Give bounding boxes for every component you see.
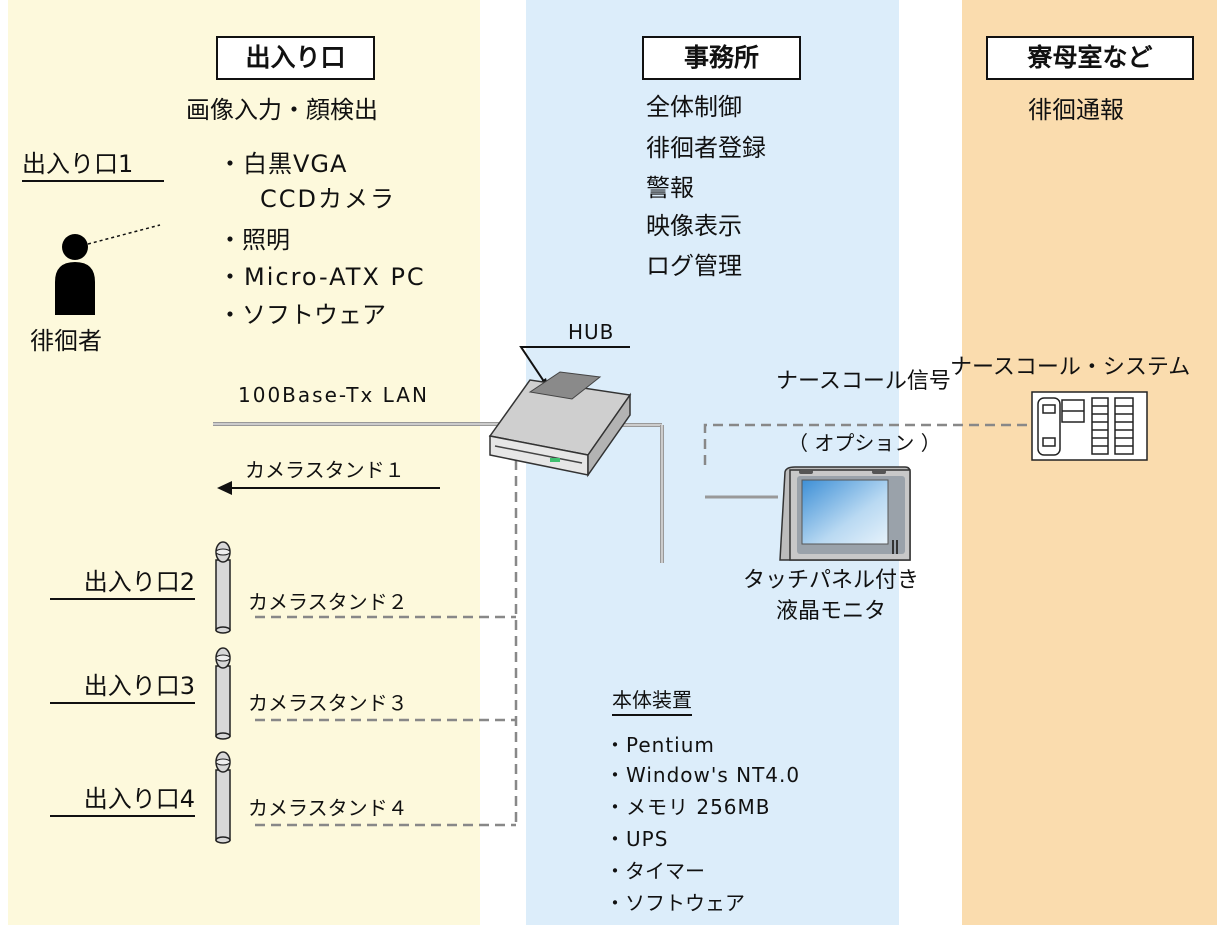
main-unit-item-5: ・タイマー (605, 859, 705, 883)
gate-2-label: 出入り口2 (50, 570, 195, 600)
camera-stand-dashed-lines (255, 423, 1032, 827)
camera-stand-1-arrow (217, 481, 440, 495)
dorm-title: 寮母室など (986, 36, 1194, 80)
main-unit-item-3: ・メモリ 256MB (605, 795, 771, 819)
office-function-2: 徘徊者登録 (646, 134, 766, 162)
lan-line (213, 422, 778, 563)
office-function-4: 映像表示 (646, 212, 742, 240)
gate-4-label: 出入り口4 (50, 787, 195, 817)
camera-stand-2-label: カメラスタンド２ (248, 590, 408, 614)
entrance-title: 出入り口 (216, 36, 375, 80)
camera-stand-4-icon (215, 751, 231, 844)
office-function-1: 全体制御 (646, 93, 742, 121)
sight-line (87, 224, 161, 245)
touch-monitor-icon (779, 466, 911, 561)
gate-3-label: 出入り口3 (50, 674, 195, 704)
camera-stand-4-label: カメラスタンド４ (248, 796, 408, 820)
nurse-call-system-label: ナースコール・システム (950, 355, 1191, 380)
hub-label: HUB (568, 320, 615, 344)
nurse-call-panel-icon (1031, 391, 1148, 461)
main-unit-item-2: ・Window's NT4.0 (605, 763, 801, 787)
option-label: （ オプション ） (788, 431, 941, 455)
hub-icon (488, 371, 632, 478)
dorm-subtitle: 徘徊通報 (1028, 96, 1124, 124)
camera-stand-3-label: カメラスタンド３ (248, 691, 408, 715)
office-title: 事務所 (642, 36, 801, 80)
main-unit-item-6: ・ソフトウェア (605, 891, 745, 915)
camera-item-3: ・照明 (218, 226, 290, 254)
camera-stand-2-icon (215, 541, 231, 634)
person-icon (55, 234, 95, 315)
camera-stand-3-icon (215, 647, 231, 740)
monitor-label-2: 液晶モニタ (776, 599, 887, 624)
entrance-subtitle: 画像入力・顔検出 (186, 96, 378, 124)
office-function-5: ログ管理 (646, 252, 742, 280)
lan-label: 100Base-Tx LAN (238, 383, 429, 407)
camera-item-1: ・白黒VGA (218, 150, 348, 178)
gate-1-label: 出入り口1 (22, 152, 164, 182)
main-unit-item-1: ・Pentium (605, 733, 715, 757)
office-function-3: 警報 (646, 174, 694, 202)
camera-item-4: ・Micro-ATX PC (218, 263, 426, 291)
main-unit-title: 本体装置 (612, 690, 692, 716)
camera-item-5: ・ソフトウェア (218, 301, 386, 329)
entrance-zone (8, 0, 480, 925)
camera-stand-1-label: カメラスタンド１ (245, 458, 405, 482)
dorm-zone (962, 0, 1217, 925)
main-unit-item-4: ・UPS (605, 827, 669, 851)
nurse-call-signal-label: ナースコール信号 (776, 369, 951, 394)
person-label: 徘徊者 (30, 327, 102, 355)
camera-item-2: CCDカメラ (260, 185, 396, 213)
monitor-label-1: タッチパネル付き (743, 568, 920, 593)
